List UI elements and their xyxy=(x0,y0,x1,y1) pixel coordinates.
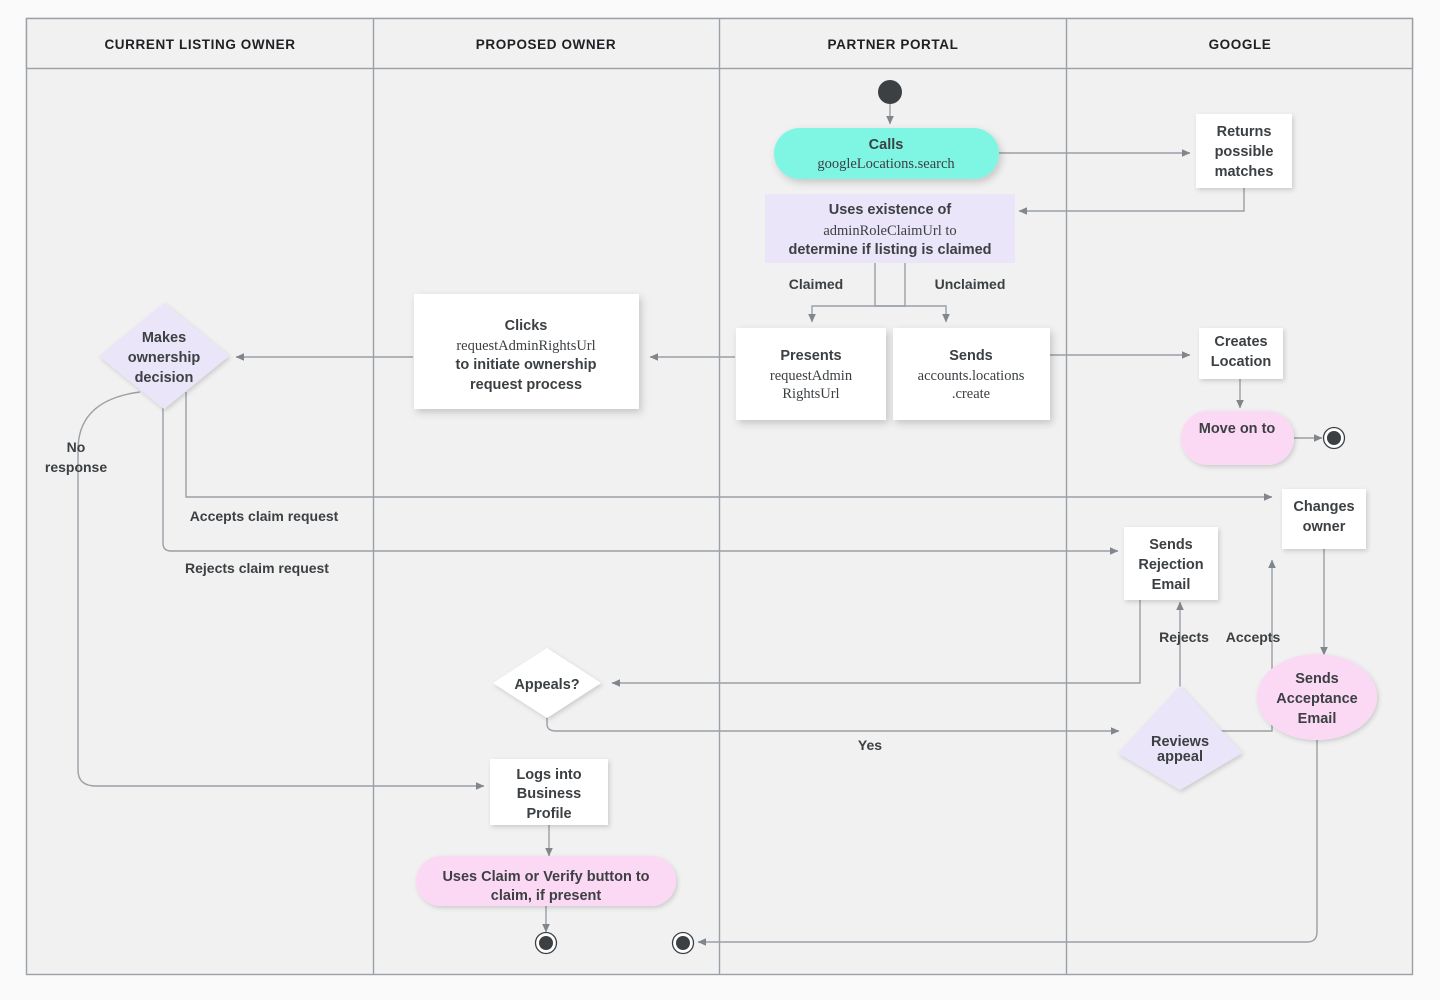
node-move-on-to[interactable]: Move on to xyxy=(1181,411,1294,465)
edge-uses-to-sends-create xyxy=(874,263,950,323)
node-line-3: Email xyxy=(1152,577,1191,593)
node-line-3: matches xyxy=(1215,164,1274,180)
edge-returns-to-uses xyxy=(1018,183,1245,215)
node-line-3: Email xyxy=(1298,711,1337,727)
edge-labels: Claimed Unclaimed No response Accepts cl… xyxy=(45,276,1281,753)
start-dot-node xyxy=(878,80,902,104)
node-calls-google-locations-search[interactable]: Calls googleLocations.search xyxy=(774,128,999,179)
node-line-2: googleLocations.search xyxy=(817,156,955,172)
node-line-1: Changes xyxy=(1293,499,1354,515)
node-sends-accounts-locations-create[interactable]: Sends accounts.locations .create xyxy=(893,328,1050,420)
edge-label-yes: Yes xyxy=(858,737,882,753)
node-line-1: Creates xyxy=(1214,334,1267,350)
node-line-3: Profile xyxy=(526,806,571,822)
edge-label-accepts: Accepts xyxy=(1226,629,1281,645)
node-line-2: appeal xyxy=(1157,749,1203,765)
node-line-1: Returns xyxy=(1217,124,1272,140)
node-line-3: RightsUrl xyxy=(782,386,839,402)
lane-label: PROPOSED OWNER xyxy=(476,37,616,52)
node-line-4: request process xyxy=(470,377,582,393)
node-creates-location[interactable]: Creates Location xyxy=(1199,328,1283,379)
node-line-3: to initiate ownership xyxy=(456,357,597,373)
node-line-2: possible xyxy=(1215,144,1274,160)
node-line-2: accounts.locations xyxy=(918,368,1025,384)
node-line-2: requestAdminRightsUrl xyxy=(456,338,595,354)
lane-header-google: GOOGLE xyxy=(1209,37,1272,52)
end-dot-proposed-owner xyxy=(534,931,558,955)
lane-label: CURRENT LISTING OWNER xyxy=(104,37,295,52)
edge-label-accepts-claim-request: Accepts claim request xyxy=(190,508,339,524)
node-reviews-appeal[interactable]: Reviews appeal xyxy=(1118,686,1242,790)
node-uses-claim-or-verify-button[interactable]: Uses Claim or Verify button to claim, if… xyxy=(416,856,676,906)
edge-label-unclaimed: Unclaimed xyxy=(935,276,1006,292)
edge-label-no-response-line2: response xyxy=(45,459,107,475)
lane-header-current-listing-owner: CURRENT LISTING OWNER xyxy=(104,37,295,52)
node-line-1: Uses existence of xyxy=(829,202,952,218)
node-line-3: determine if listing is claimed xyxy=(788,242,991,258)
node-line-1: Sends xyxy=(1295,671,1339,687)
node-line-2: claim, if present xyxy=(491,888,602,904)
edge-reviews-accepts xyxy=(1219,559,1276,732)
node-line-3: decision xyxy=(135,370,194,386)
edge-appeals-yes-to-reviews xyxy=(546,713,1120,735)
edge-uses-to-presents xyxy=(808,263,906,323)
lane-header-partner-portal: PARTNER PORTAL xyxy=(828,37,959,52)
node-line-1: Sends xyxy=(949,348,993,364)
node-line-2: Business xyxy=(517,786,581,802)
node-line-1: Makes xyxy=(142,330,186,346)
node-appeals[interactable]: Appeals? xyxy=(493,648,601,718)
node-clicks-request-admin-rights-url[interactable]: Clicks requestAdminRightsUrl to initiate… xyxy=(414,294,639,409)
node-line-1: Reviews xyxy=(1151,734,1209,750)
node-sends-acceptance-email[interactable]: Sends Acceptance Email xyxy=(1257,654,1377,740)
node-logs-into-business-profile[interactable]: Logs into Business Profile xyxy=(490,759,608,825)
edge-acceptance-to-end xyxy=(697,738,1318,946)
node-line-1: Move on to xyxy=(1199,421,1276,437)
edge-decision-accepts xyxy=(185,392,1273,501)
node-line-1: Appeals? xyxy=(514,677,579,693)
node-line-2: ownership xyxy=(128,350,201,366)
end-dot-google xyxy=(1322,426,1346,450)
edge-label-rejects-claim-request: Rejects claim request xyxy=(185,560,329,576)
node-changes-owner[interactable]: Changes owner xyxy=(1282,489,1366,549)
edge-rejection-to-appeals xyxy=(611,600,1141,687)
edge-decision-rejects xyxy=(162,392,1119,555)
connectors xyxy=(77,103,1328,946)
node-line-2: Location xyxy=(1211,354,1271,370)
edge-label-rejects: Rejects xyxy=(1159,629,1209,645)
node-sends-rejection-email[interactable]: Sends Rejection Email xyxy=(1124,527,1218,600)
node-line-2: owner xyxy=(1303,519,1346,535)
end-dot-partner-portal xyxy=(671,931,695,955)
node-uses-existence-of-admin-role-claim-url[interactable]: Uses existence of adminRoleClaimUrl to d… xyxy=(765,194,1015,263)
node-line-3: .create xyxy=(952,386,990,402)
node-line-2: adminRoleClaimUrl to xyxy=(823,223,956,239)
lane-header-proposed-owner: PROPOSED OWNER xyxy=(476,37,616,52)
node-line-1: Sends xyxy=(1149,537,1193,553)
edge-decision-no-response xyxy=(77,391,485,790)
node-line-1: Uses Claim or Verify button to xyxy=(442,869,649,885)
node-presents-request-admin-rights-url[interactable]: Presents requestAdmin RightsUrl xyxy=(736,328,886,420)
node-line-1: Clicks xyxy=(505,318,548,334)
node-line-1: Logs into xyxy=(516,767,581,783)
node-makes-ownership-decision[interactable]: Makes ownership decision xyxy=(99,303,229,409)
node-returns-possible-matches[interactable]: Returns possible matches xyxy=(1196,114,1292,188)
lane-label: GOOGLE xyxy=(1209,37,1272,52)
node-line-1: Calls xyxy=(869,137,904,153)
edge-label-claimed: Claimed xyxy=(789,276,843,292)
node-line-2: Rejection xyxy=(1138,557,1203,573)
node-line-2: requestAdmin xyxy=(770,368,853,384)
node-line-1: Presents xyxy=(780,348,841,364)
edge-label-no-response-line1: No xyxy=(67,439,86,455)
node-line-2: Acceptance xyxy=(1276,691,1357,707)
lane-label: PARTNER PORTAL xyxy=(828,37,959,52)
